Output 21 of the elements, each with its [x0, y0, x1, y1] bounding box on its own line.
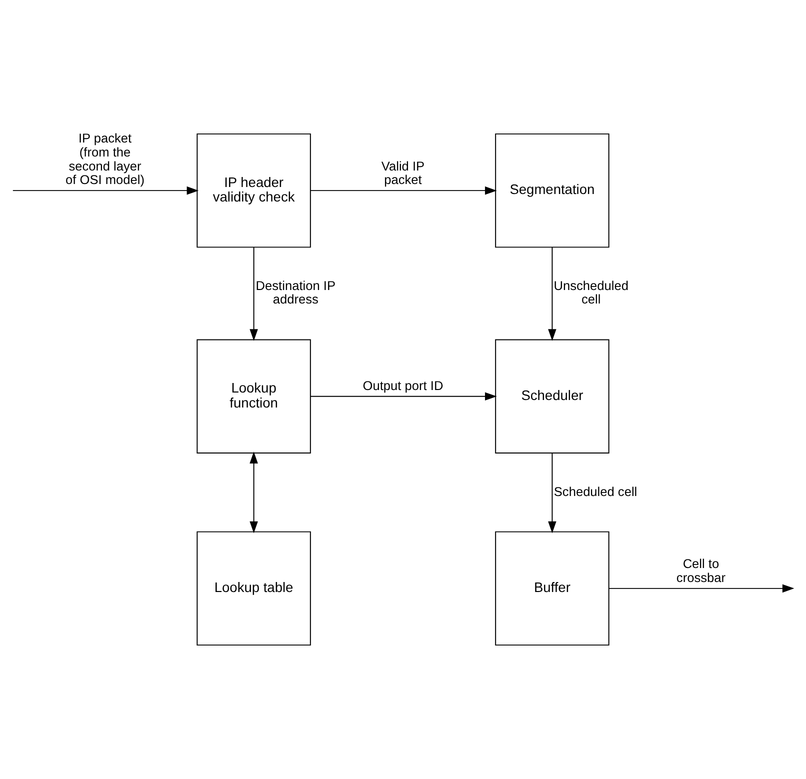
node-box: Scheduler [495, 339, 610, 454]
arrow [250, 246, 258, 341]
edge-label: Destination IP address [256, 278, 336, 307]
node-box: Segmentation [495, 133, 610, 248]
arrow [548, 246, 556, 341]
edge-label: Cell to crossbar [676, 556, 726, 585]
arrow [608, 584, 794, 593]
node-box: Lookup table [196, 531, 311, 646]
arrow [310, 186, 497, 195]
edge-label: Unscheduled cell [554, 278, 628, 307]
node-box: Lookup function [196, 339, 311, 454]
arrow [250, 452, 258, 534]
arrow [310, 392, 497, 401]
node-box: Buffer [495, 531, 610, 646]
edge-label: Scheduled cell [554, 484, 638, 499]
edge-label: IP packet (from the second layer of OSI model) [66, 130, 144, 188]
edge-label: Output port ID [362, 378, 444, 393]
arrow [548, 452, 556, 534]
arrow [12, 186, 199, 195]
node-box: IP header validity check [196, 133, 311, 248]
edge-label: Valid IP packet [381, 158, 425, 188]
